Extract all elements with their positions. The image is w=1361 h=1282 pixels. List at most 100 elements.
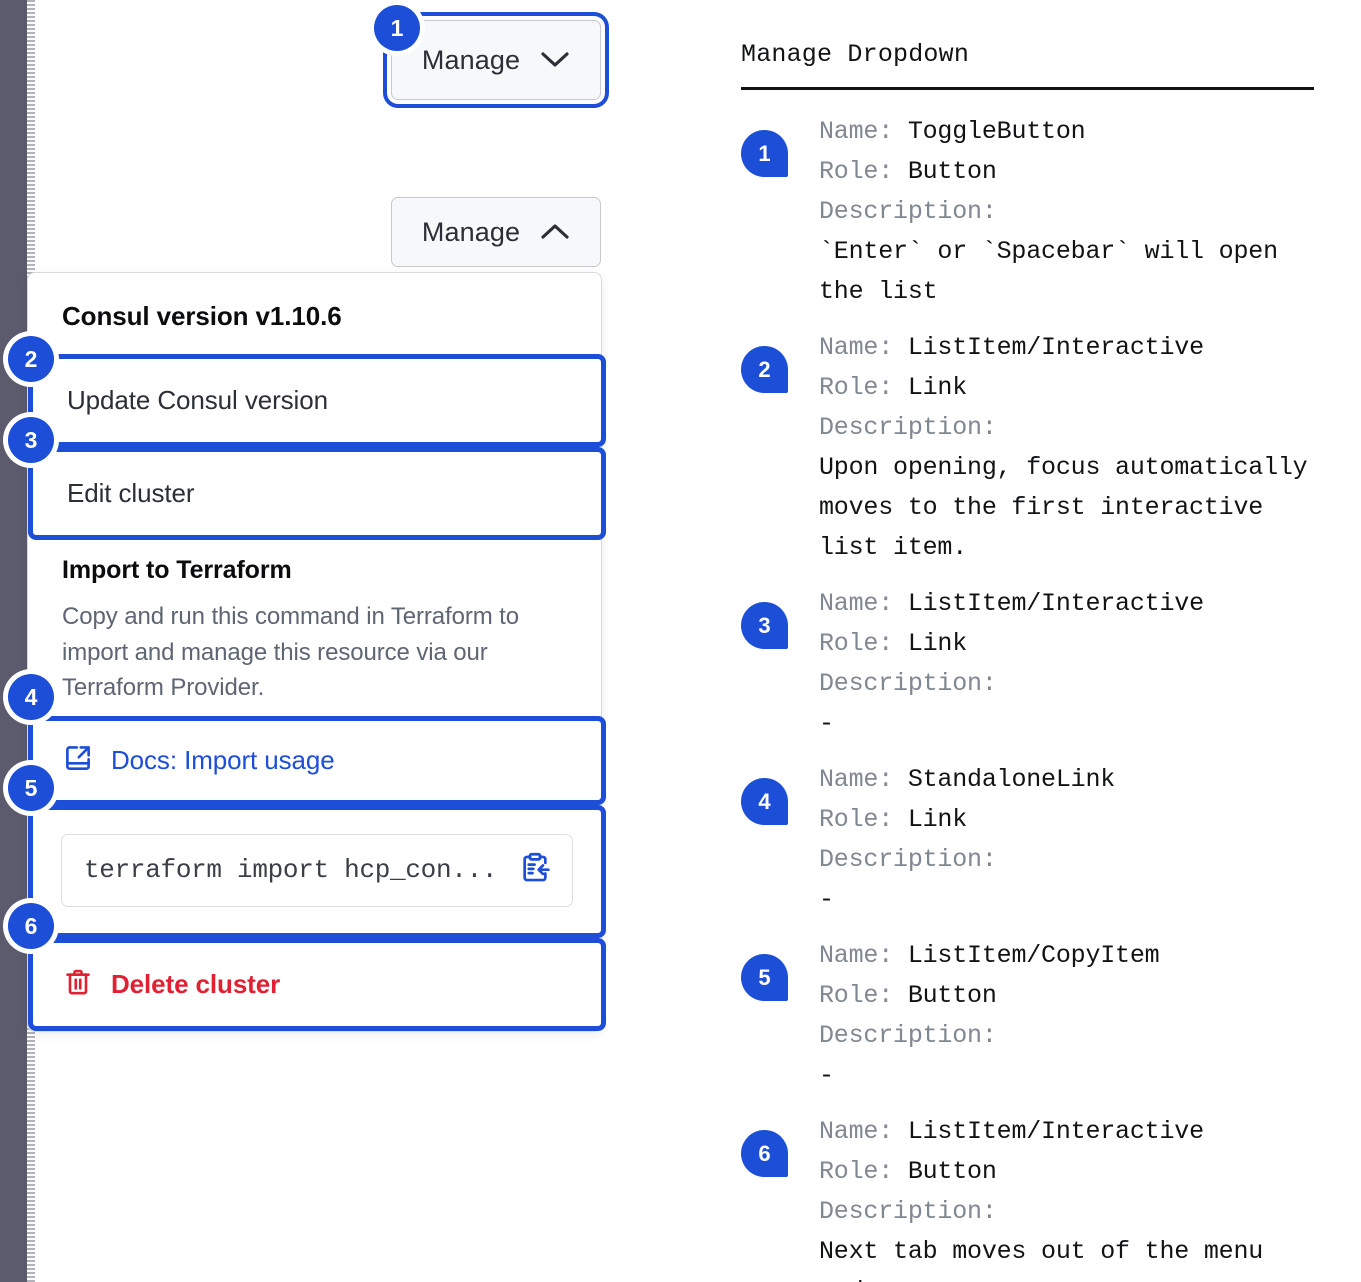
annotation-description-value: - <box>819 885 834 914</box>
annotation-name-value: ListItem/CopyItem <box>907 941 1160 970</box>
menu-item-docs-import-usage[interactable]: Docs: Import usage <box>28 715 606 805</box>
import-to-terraform-title: Import to Terraform <box>62 556 292 584</box>
annotation-badge-wrap: 6 <box>741 1112 819 1177</box>
annotation-name-label-line: Name: ListItem/Interactive <box>819 328 1321 368</box>
clipboard-copy-icon[interactable] <box>518 851 552 890</box>
copy-command-row: terraform import hcp_con... <box>33 810 601 933</box>
annotation-description-value: - <box>819 709 834 738</box>
annotation-description-value: Upon opening, focus automatically moves … <box>819 453 1308 562</box>
annotation-description-label-line: Description: <box>819 1192 1321 1232</box>
annotation-role-label: Role: <box>819 805 908 834</box>
annotation-name-label-line: Name: StandaloneLink <box>819 760 1321 800</box>
docs-link-label: Docs: Import usage <box>111 744 335 775</box>
delete-cluster-label: Delete cluster <box>111 968 281 999</box>
annotation-role-label: Role: <box>819 1157 908 1186</box>
annotation-name-label-line: Name: ListItem/Interactive <box>819 1112 1321 1152</box>
annotation-role-label: Role: <box>819 629 908 658</box>
annotation-description-label: Description: <box>819 413 997 442</box>
annotation-name-label-line: Name: ListItem/CopyItem <box>819 936 1321 976</box>
annotation-name-label-line: Name: ListItem/Interactive <box>819 584 1321 624</box>
annotation-description-value: `Enter` or `Spacebar` will open the list <box>819 237 1278 306</box>
annotation-description-label-line: Description: <box>819 840 1321 880</box>
callout-badge-5: 5 <box>8 765 54 811</box>
annotation-description-label: Description: <box>819 845 997 874</box>
callout-badge-4: 4 <box>8 674 54 720</box>
trash-icon <box>63 967 93 1002</box>
annotation-role-label-line: Role: Link <box>819 624 1321 664</box>
menu-item-delete-cluster[interactable]: Delete cluster <box>28 937 606 1031</box>
annotation-role-value: Button <box>907 981 997 1010</box>
annotation-badge-wrap: 2 <box>741 328 819 393</box>
annotation-badge-wrap: 3 <box>741 584 819 649</box>
annotation-name-label-line: Name: ToggleButton <box>819 112 1321 152</box>
annotation-role-value: Link <box>907 373 968 402</box>
annotation-role-value: Button <box>907 157 997 186</box>
annotation-name-value: ListItem/Interactive <box>907 333 1204 362</box>
copy-command-box[interactable]: terraform import hcp_con... <box>61 833 573 907</box>
manage-dropdown-menu: Consul version v1.10.6 Update Consul ver… <box>27 272 606 1032</box>
menu-item-update-consul-version[interactable]: Update Consul version <box>28 354 606 447</box>
annotation-role-label-line: Role: Button <box>819 976 1321 1016</box>
copy-command-text: terraform import hcp_con... <box>84 855 498 886</box>
annotation-role-value: Link <box>907 805 968 834</box>
annotation-badge-wrap: 4 <box>741 760 819 825</box>
chevron-down-icon <box>540 51 570 69</box>
annotation-role-label: Role: <box>819 373 908 402</box>
annotation-role-label: Role: <box>819 157 908 186</box>
callout-badge-3: 3 <box>8 417 54 463</box>
menu-item-copy-terraform-command[interactable]: terraform import hcp_con... <box>28 804 606 938</box>
menu-item-update-label: Update Consul version <box>67 385 328 415</box>
annotation-name-label: Name: <box>819 765 908 794</box>
chevron-up-icon <box>540 223 570 241</box>
annotation-name-value: StandaloneLink <box>907 765 1116 794</box>
annotation-name-value: ToggleButton <box>907 117 1086 146</box>
annotation-badge-wrap: 1 <box>741 112 819 177</box>
callout-badge-1: 1 <box>374 5 420 51</box>
annotation-description-label-line: Description: <box>819 1016 1321 1056</box>
annotation-role-label: Role: <box>819 981 908 1010</box>
annotation-description-label: Description: <box>819 1197 997 1226</box>
annotation-description-value: - <box>819 1061 834 1090</box>
annotation-description-label-line: Description: <box>819 408 1321 448</box>
annotation-badge-6: 6 <box>741 1130 788 1177</box>
annotation-name-label: Name: <box>819 333 908 362</box>
menu-item-edit-cluster[interactable]: Edit cluster <box>28 447 606 540</box>
annotation-role-label-line: Role: Link <box>819 800 1321 840</box>
page-edge-strip <box>0 0 27 1282</box>
manage-toggle-button-collapsed[interactable]: Manage <box>391 20 601 100</box>
manage-toggle-button-expanded[interactable]: Manage <box>391 197 601 267</box>
manage-toggle-label-collapsed: Manage <box>421 44 521 75</box>
annotation-name-label: Name: <box>819 589 908 618</box>
annotation-badge-wrap: 5 <box>741 936 819 1001</box>
annotation-name-label: Name: <box>819 941 908 970</box>
annotation-name-value: ListItem/Interactive <box>907 589 1204 618</box>
annotation-badge-4: 4 <box>741 778 788 825</box>
annotation-badge-2: 2 <box>741 346 788 393</box>
annotation-role-value: Link <box>907 629 968 658</box>
annotation-panel-divider <box>741 87 1314 90</box>
delete-cluster-row: Delete cluster <box>33 943 601 1026</box>
annotation-description-label: Description: <box>819 197 997 226</box>
docs-link-row: Docs: Import usage <box>33 721 601 800</box>
annotation-description-label-line: Description: <box>819 192 1321 232</box>
callout-badge-2: 2 <box>8 336 54 382</box>
annotation-panel-title: Manage Dropdown <box>741 40 970 69</box>
callout-badge-6: 6 <box>8 903 54 949</box>
annotation-name-label: Name: <box>819 1117 908 1146</box>
annotation-description-value: Next tab moves out of the menu and to th… <box>819 1237 1264 1282</box>
annotation-badge-5: 5 <box>741 954 788 1001</box>
annotation-role-label-line: Role: Button <box>819 152 1321 192</box>
import-to-terraform-body: Copy and run this command in Terraform t… <box>62 603 519 702</box>
